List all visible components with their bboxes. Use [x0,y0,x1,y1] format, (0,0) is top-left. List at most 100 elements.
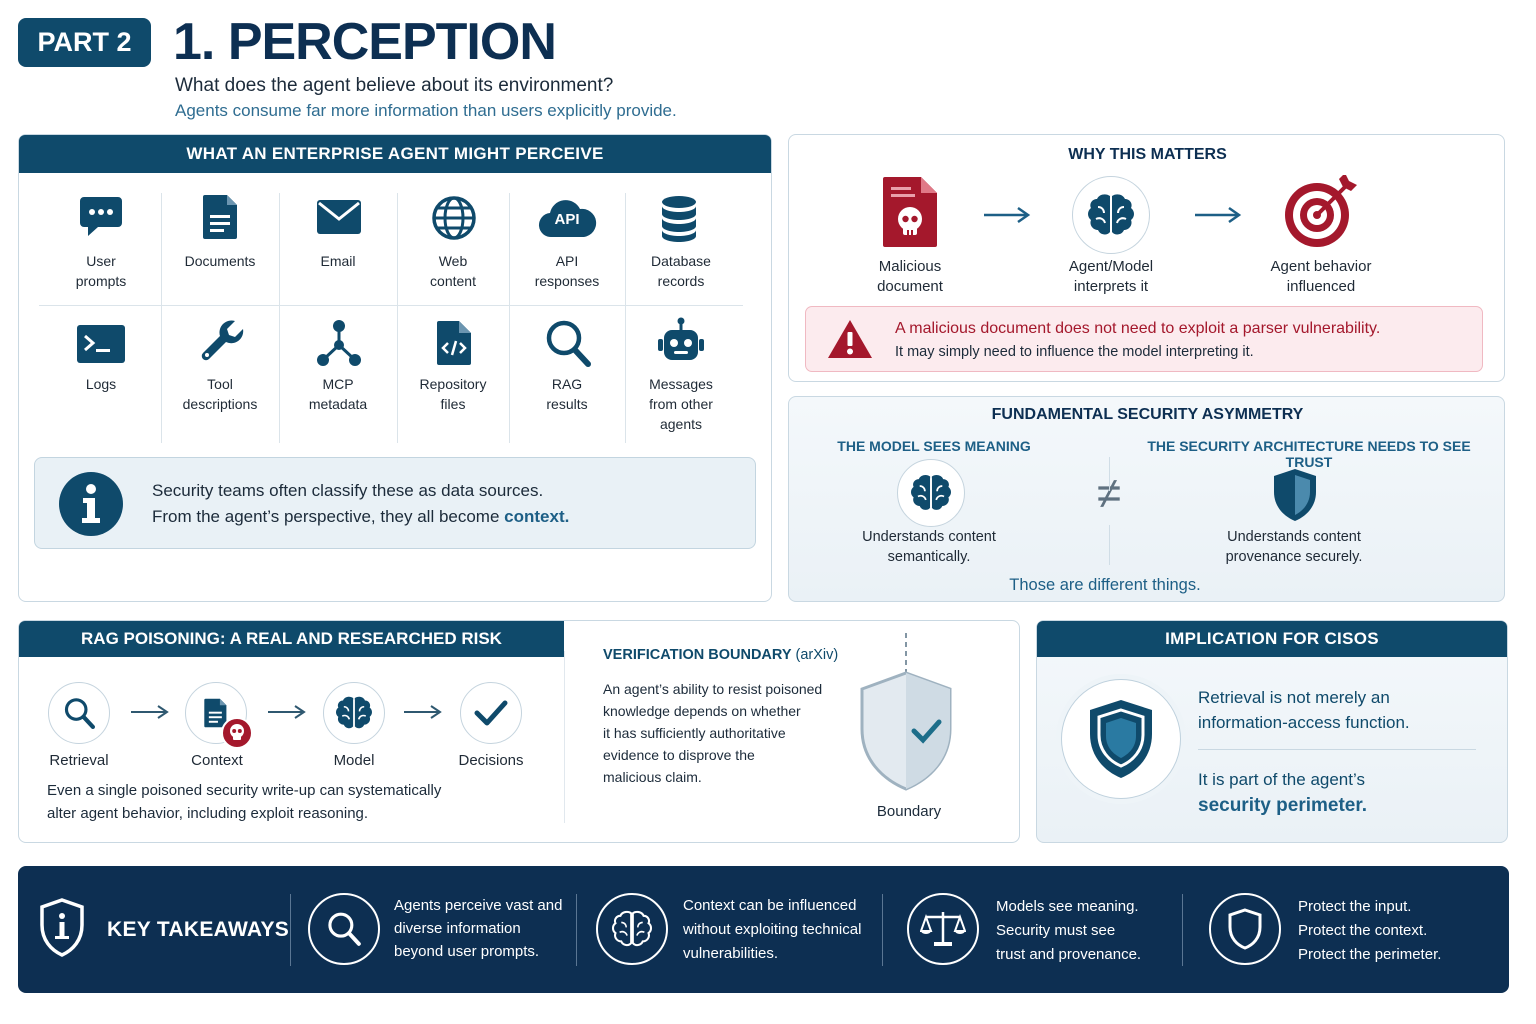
part-badge-label: PART 2 [37,27,132,57]
why-step-label: Agent behavior [1270,258,1372,275]
perceive-item-label: Documents [184,253,256,269]
poison-skull-icon [221,717,253,749]
page-title: 1. PERCEPTION [173,13,557,71]
robot-icon [656,317,706,367]
info-icon [59,472,123,536]
document-icon [204,698,227,728]
takeaway-circle [596,893,668,965]
perceive-item-label: agents [659,416,703,432]
asymmetry-heading: FUNDAMENTAL SECURITY ASYMMETRY [991,406,1304,423]
vb-line: An agent’s ability to resist poisoned [603,681,823,697]
perceive-panel: WHAT AN ENTERPRISE AGENT MIGHT PERCEIVE … [18,134,772,602]
why-step-label: Agent/Model [1068,258,1154,275]
brain-icon [336,696,372,729]
boundary-label: Boundary [876,803,942,820]
rag-step-label: Retrieval [49,752,109,769]
takeaway-circle [1209,893,1281,965]
takeaway-circle [308,893,380,965]
asym-right-desc: Understands content [1227,529,1361,545]
takeaway-line: Models see meaning. [996,898,1139,915]
takeaways-bar: KEY TAKEAWAYS Agents perceive vast and d… [18,866,1509,993]
brain-icon [1088,194,1134,235]
arrow-right-icon [1193,205,1243,225]
perceive-item-label: User [86,253,116,269]
takeaway-line: beyond user prompts. [394,943,540,960]
perceive-item-label: Email [320,253,356,269]
perceive-item-label: MCP [322,376,354,392]
ciso-line: information-access function. [1198,713,1410,732]
takeaway-line: Protect the context. [1298,922,1428,939]
ciso-shield-circle [1061,679,1181,799]
api-cloud-icon: API [537,197,597,241]
asymmetry-panel: FUNDAMENTAL SECURITY ASYMMETRY THE MODEL… [788,396,1505,602]
perceive-item-label: RAG [551,376,583,392]
why-step-label: Malicious [878,258,942,275]
takeaway-line: without exploiting technical [683,921,862,938]
info-line-1: Security teams often classify these as d… [152,481,544,500]
asym-left-desc: semantically. [887,549,971,565]
wrench-icon [199,319,247,367]
takeaway-line: Security must see [996,922,1116,939]
perceive-item-label: Logs [85,376,117,392]
shield-icon [1090,700,1152,778]
brain-icon [611,910,653,947]
takeaway-line: Protect the perimeter. [1298,946,1442,963]
ciso-line: Retrieval is not merely an [1198,688,1390,707]
magnifier-icon [545,319,591,367]
perceive-item-label: Messages [649,376,713,392]
alert-box: A malicious document does not need to ex… [805,306,1483,372]
decisions-circle [460,682,522,744]
chat-icon [78,193,124,239]
page-subtitle: Agents consume far more information than… [175,101,677,120]
why-step-label: document [877,278,943,295]
perceive-item-label: Repository [419,376,487,392]
perceive-item-label: Tool [207,376,233,392]
asym-right-desc: provenance securely. [1225,549,1363,565]
magnifier-icon [328,912,361,946]
check-icon [474,700,508,726]
perceive-item-label: Web [438,253,468,269]
info-box: Security teams often classify these as d… [34,457,756,549]
arrow-right-icon [266,703,308,721]
scales-icon [920,912,966,946]
takeaway-line: Agents perceive vast and [394,897,563,914]
magnifier-icon [64,698,95,729]
takeaway-line: diverse information [394,920,521,937]
perceive-item-label: results [546,396,588,412]
asym-right-title: THE SECURITY ARCHITECTURE NEEDS TO SEE T… [1147,438,1471,470]
takeaway-circle [907,893,979,965]
globe-icon [431,195,477,241]
malicious-document-icon [881,175,939,249]
perceive-item-label: content [430,273,476,289]
perceive-item-label: responses [534,273,600,289]
takeaway-line: Protect the input. [1298,898,1412,915]
half-shield-icon [1270,467,1320,523]
vb-line: malicious claim. [603,769,702,785]
perceive-item-label: files [440,396,466,412]
rag-step-label: Model [333,752,375,769]
asym-left-title: THE MODEL SEES MEANING [837,438,1031,454]
arrow-right-icon [129,703,171,721]
brain-icon [911,475,951,510]
network-icon [316,319,362,367]
ciso-heading: IMPLICATION FOR CISOS [1037,621,1507,657]
alert-line-2: It may simply need to influence the mode… [895,344,1254,360]
takeaway-line: trust and provenance. [996,946,1142,963]
arrow-right-icon [402,703,444,721]
rag-panel: RAG POISONING: A REAL AND RESEARCHED RIS… [18,620,1020,843]
ciso-emphasis: security perimeter. [1198,795,1367,816]
model-circle [323,682,385,744]
rag-desc-line: alter agent behavior, including exploit … [47,805,369,822]
perceive-item-label: metadata [308,396,368,412]
takeaway-line: vulnerabilities. [683,945,779,962]
retrieval-circle [48,682,110,744]
vb-line: it has sufficiently authoritative [603,725,786,741]
vb-title: VERIFICATION BOUNDARY [603,647,792,663]
target-icon [1283,175,1359,251]
info-line-2: From the agent’s perspective, they all b… [152,507,505,526]
warning-icon [826,318,874,360]
alert-line-1: A malicious document does not need to ex… [895,320,1381,337]
perceive-item-label: Database [651,253,711,269]
perceive-item-label: API [555,253,579,269]
